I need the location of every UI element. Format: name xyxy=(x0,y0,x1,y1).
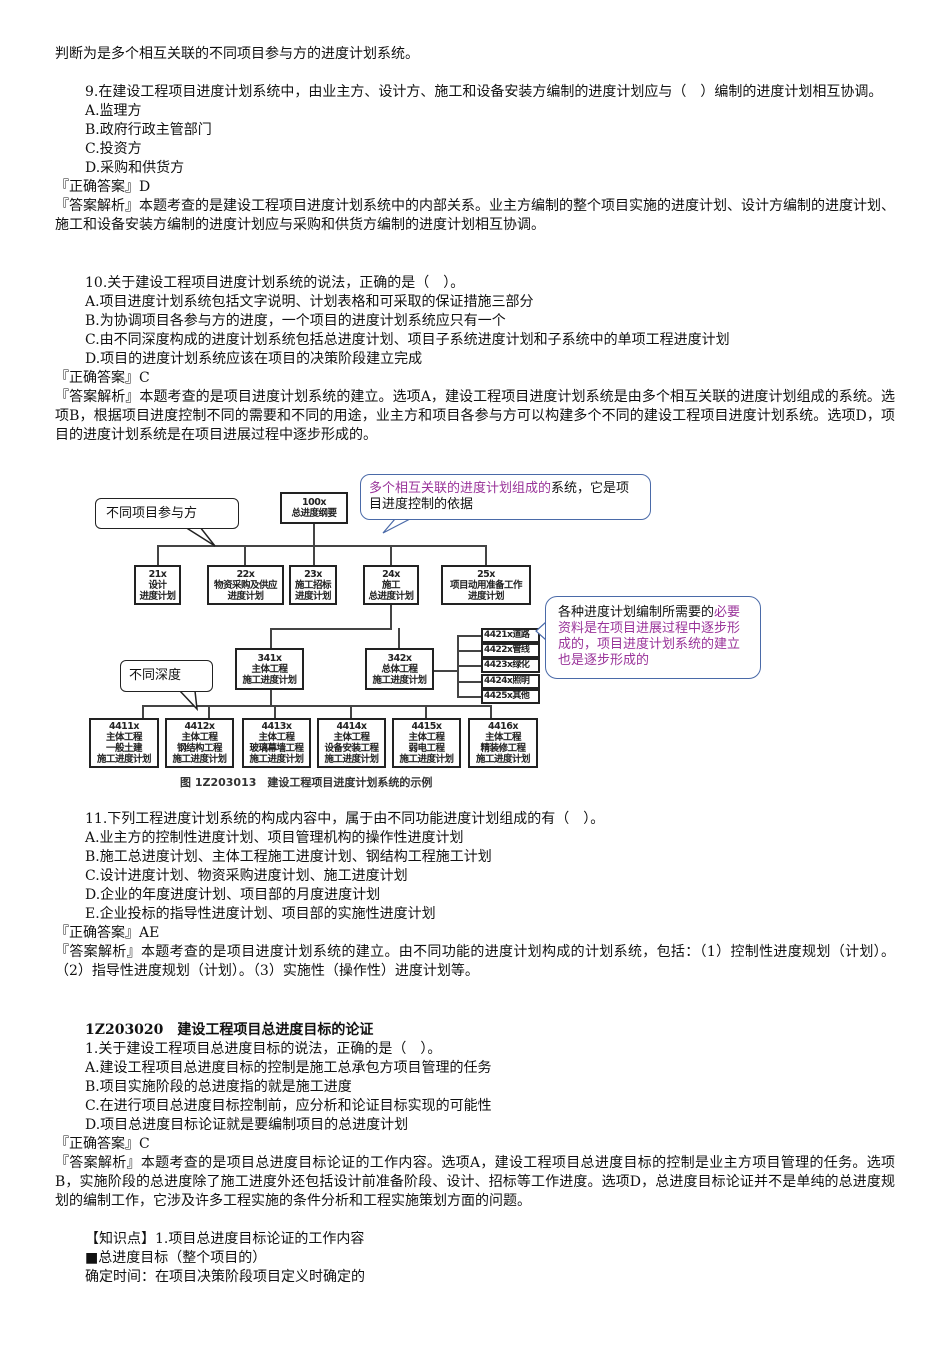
option: C.在进行项目总进度目标控制前，应分析和论证目标实现的可能性 xyxy=(85,1098,492,1114)
option: A.监理方 xyxy=(85,103,142,119)
option: D.采购和供货方 xyxy=(85,160,185,176)
analysis: 『答案解析』本题考查的是项目总进度目标论证的工作内容。选项A，建设工程项目总进度… xyxy=(55,1155,895,1209)
node-side: 4425x其他 xyxy=(481,689,540,704)
answer: 『正确答案』C xyxy=(55,370,150,386)
option: D.企业的年度进度计划、项目部的月度进度计划 xyxy=(85,887,381,903)
question-10: 10.关于建设工程项目进度计划系统的说法，正确的是（ ）。 A.项目进度计划系统… xyxy=(55,274,895,445)
analysis: 『答案解析』本题考查的是项目进度计划系统的建立。选项A，建设工程项目进度计划系统… xyxy=(55,389,895,443)
node-side: 4424x照明 xyxy=(481,674,540,689)
option: C.设计进度计划、物资采购进度计划、施工进度计划 xyxy=(85,868,408,884)
figure-caption: 图 1Z203013 建设工程项目进度计划系统的示例 xyxy=(180,776,433,789)
question-text: 9.在建设工程项目进度计划系统中，由业主方、设计方、施工和设备安装方编制的进度计… xyxy=(85,84,883,100)
option: B.为协调项目各参与方的进度，一个项目的进度计划系统应只有一个 xyxy=(85,313,506,329)
analysis: 『答案解析』本题考查的是建设工程项目进度计划系统中的内部关系。业主方编制的整个项… xyxy=(55,198,895,233)
intro-text: 判断为是多个相互关联的不同项目参与方的进度计划系统。 xyxy=(55,45,895,64)
node-side: 4423x绿化 xyxy=(481,658,540,673)
section-heading: 1Z203020 建设工程项目总进度目标的论证 xyxy=(85,1022,374,1038)
question-11: 11.下列工程进度计划系统的构成内容中，属于由不同功能进度计划组成的有（ ）。 … xyxy=(55,810,895,981)
option: C.投资方 xyxy=(85,141,142,157)
option: A.业主方的控制性进度计划、项目管理机构的操作性进度计划 xyxy=(85,830,464,846)
section-1z203020: 1Z203020 建设工程项目总进度目标的论证 1.关于建设工程项目总进度目标的… xyxy=(55,1021,895,1287)
question-text: 10.关于建设工程项目进度计划系统的说法，正确的是（ ）。 xyxy=(85,275,465,291)
option: E.企业投标的指导性进度计划、项目部的实施性进度计划 xyxy=(85,906,436,922)
bullet-item: ■总进度目标（整个项目的） xyxy=(85,1250,267,1266)
question-text: 1.关于建设工程项目总进度目标的说法，正确的是（ ）。 xyxy=(85,1041,442,1057)
option: D.项目的进度计划系统应该在项目的决策阶段建立完成 xyxy=(85,351,423,367)
callout-data: 各种进度计划编制所需要的必要资料是在项目进展过程中逐步形成的，项目进度计划系统的… xyxy=(545,596,761,679)
answer: 『正确答案』C xyxy=(55,1136,150,1152)
answer: 『正确答案』AE xyxy=(55,925,160,941)
paragraph: 判断为是多个相互关联的不同项目参与方的进度计划系统。 xyxy=(55,46,419,62)
option: B.项目实施阶段的总进度指的就是施工进度 xyxy=(85,1079,352,1095)
answer: 『正确答案』D xyxy=(55,179,151,195)
node-side: 4421x道路 xyxy=(481,628,540,643)
option: C.由不同深度构成的进度计划系统包括总进度计划、项目子系统进度计划和子系统中的单… xyxy=(85,332,730,348)
option: A.项目进度计划系统包括文字说明、计划表格和可采取的保证措施三部分 xyxy=(85,294,534,310)
option: A.建设工程项目总进度目标的控制是施工总承包方项目管理的任务 xyxy=(85,1060,492,1076)
analysis: 『答案解析』本题考查的是项目进度计划系统的建立。由不同功能的进度计划构成的计划系… xyxy=(55,944,895,979)
option: B.施工总进度计划、主体工程施工进度计划、钢结构工程施工计划 xyxy=(85,849,492,865)
time-text: 确定时间：在项目决策阶段项目定义时确定的 xyxy=(85,1269,365,1285)
option: D.项目总进度目标论证就是要编制项目的总进度计划 xyxy=(85,1117,409,1133)
callout-depth: 不同深度 xyxy=(120,660,213,692)
callout-parties: 不同项目参与方 xyxy=(95,498,239,529)
question-text: 11.下列工程进度计划系统的构成内容中，属于由不同功能进度计划组成的有（ ）。 xyxy=(85,811,605,827)
knowledge-point: 【知识点】1.项目总进度目标论证的工作内容 xyxy=(85,1231,365,1247)
question-9: 9.在建设工程项目进度计划系统中，由业主方、设计方、施工和设备安装方编制的进度计… xyxy=(55,83,895,235)
callout-system: 多个相互关联的进度计划组成的系统，它是项目进度控制的依据 xyxy=(360,474,651,520)
option: B.政府行政主管部门 xyxy=(85,122,212,138)
node-side: 4422x管线 xyxy=(481,643,540,658)
